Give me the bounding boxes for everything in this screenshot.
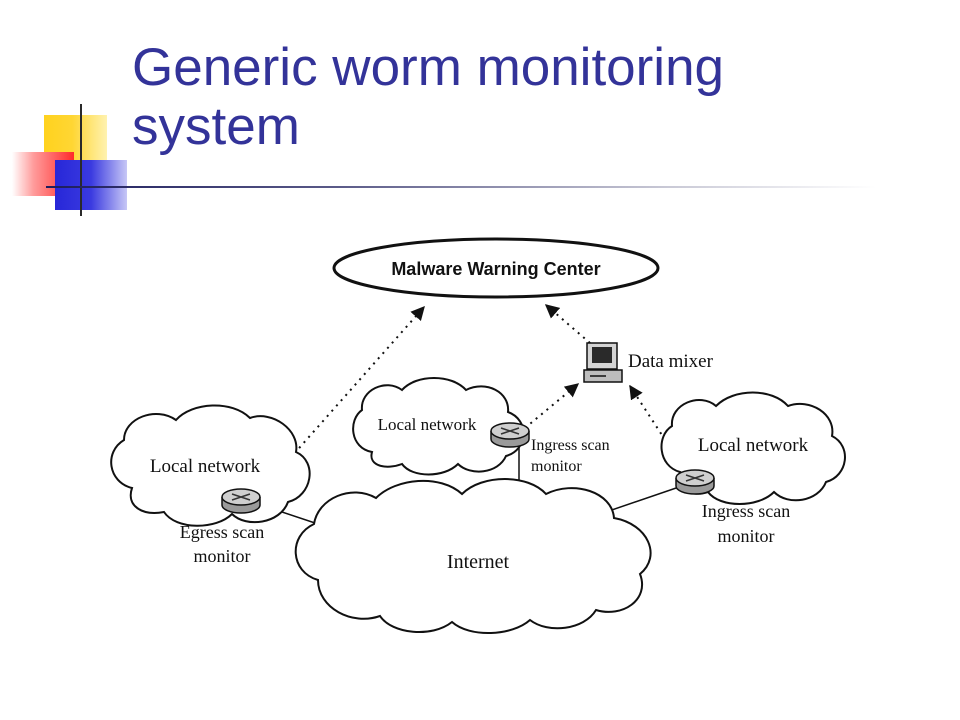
local-network-center: Local network [352,377,525,476]
decor-vertical-rule [80,104,82,216]
malware-warning-center-label: Malware Warning Center [391,259,600,279]
svg-text:Ingress scan: Ingress scan [702,501,790,521]
egress-router-icon [221,488,261,514]
ingress-router-center-icon [490,422,530,448]
egress-monitor-label: Egress scan monitor [180,522,264,566]
local-network-left-label: Local network [150,456,261,477]
svg-text:monitor: monitor [531,458,582,475]
report-arrows [261,304,689,491]
svg-text:monitor: monitor [718,526,775,546]
svg-text:Egress scan: Egress scan [180,522,264,542]
data-mixer-label: Data mixer [628,351,714,372]
data-mixer-computer-icon [583,342,623,383]
internet-label: Internet [447,551,510,573]
arrow-mixer-to-center [544,304,591,344]
svg-text:Ingress scan: Ingress scan [531,437,610,454]
svg-text:monitor: monitor [194,546,251,566]
malware-warning-center: Malware Warning Center [332,237,660,299]
arrow-ingress-to-mixer [524,383,580,429]
slide-title: Generic worm monitoring system [132,38,725,156]
ingress-monitor-center-label: Ingress scan monitor [531,437,610,475]
link-ingress-right-internet [599,485,683,515]
local-network-center-label: Local network [378,415,477,434]
ingress-monitor-right-label: Ingress scan monitor [702,501,790,546]
arrow-egress-to-center [261,305,425,491]
internet-cloud: Internet [294,478,652,634]
local-network-right-label: Local network [698,435,809,456]
local-network-left: Local network [110,404,311,527]
title-underline [46,186,876,188]
ingress-router-right-icon [675,469,715,495]
decor-blue-square [55,160,127,210]
